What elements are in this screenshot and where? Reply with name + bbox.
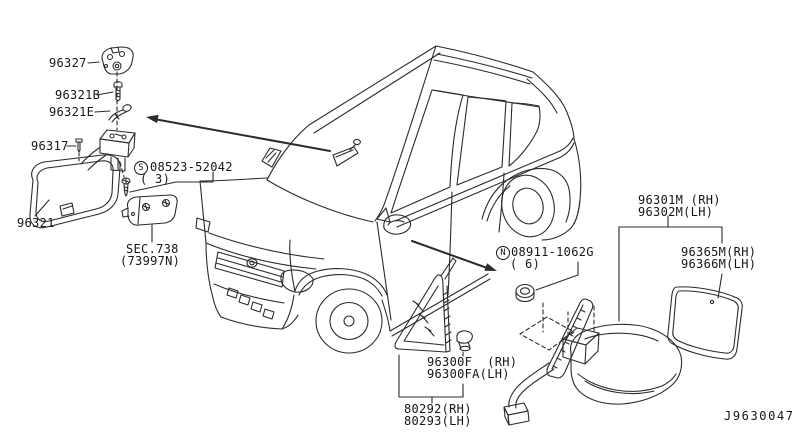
part-label-96301m-rh: 96301M (RH) — [638, 193, 721, 207]
car-illustration — [195, 45, 582, 354]
diagram-code-label: J9630047 — [724, 409, 795, 423]
mirror-gasket-drawing — [546, 298, 594, 379]
mirror-harness-drawing — [503, 362, 555, 426]
sec-ref-sub-label: (73997N) — [120, 254, 181, 268]
inside-mirror-parts — [29, 46, 214, 243]
part-label-96321b: 96321B — [55, 88, 101, 102]
mirror-housing-drawing — [570, 323, 683, 405]
car-door-mirror — [376, 207, 412, 235]
part-label-08523-52042: 08523-52042 — [150, 160, 233, 174]
part-label-96300fa-lh: 96300FA(LH) — [427, 367, 510, 381]
part-96321-drawing — [29, 154, 121, 229]
phantom-mount-plane — [519, 302, 595, 351]
part-label-96321: 96321 — [17, 216, 55, 230]
car-inside-mirror — [332, 138, 361, 167]
part-label-96366m-lh: 96366M(LH) — [681, 257, 757, 271]
part-label-08911-1062g: 08911-1062G — [511, 245, 594, 259]
clip-96300f-drawing — [456, 330, 473, 352]
nut-symbol-icon: N — [496, 246, 510, 260]
part-96321e-drawing — [108, 104, 132, 123]
nut-qty-label: ( 6) — [510, 257, 541, 271]
part-label-96300f-rh: 96300F (RH) — [427, 355, 518, 369]
sec-ref-label: SEC.738 — [126, 242, 179, 256]
part-label-96302m-lh: 96302M(LH) — [638, 205, 714, 219]
mirror-glass-drawing — [667, 286, 743, 360]
part-96317-drawing — [75, 138, 83, 162]
nut-08911-drawing — [515, 283, 535, 303]
screw-qty-label: ( 3) — [140, 172, 171, 186]
mirror-mount-block — [562, 327, 600, 365]
leader-lines-left — [34, 61, 214, 243]
door-mirror-parts — [394, 215, 743, 426]
screw-08523-drawing — [121, 177, 131, 197]
part-label-96317: 96317 — [31, 139, 69, 153]
leader-lines-right — [398, 215, 723, 404]
sec738-bracket-drawing — [121, 194, 178, 226]
part-label-80292-rh: 80292(RH) — [404, 402, 472, 416]
car-far-mirror — [261, 147, 282, 168]
part-96327-drawing — [101, 46, 134, 75]
part-label-96321e: 96321E — [49, 105, 95, 119]
pointer-arrows — [146, 114, 497, 271]
screw-symbol-icon: S — [134, 161, 148, 175]
part-label-96327: 96327 — [49, 56, 87, 70]
part-label-96365m-rh: 96365M(RH) — [681, 245, 757, 259]
part-96321b-drawing — [113, 81, 123, 102]
part-label-80293-lh: 80293(LH) — [404, 414, 472, 428]
mirror-base-drawing — [80, 129, 136, 172]
finisher-80292-drawing — [394, 257, 457, 353]
